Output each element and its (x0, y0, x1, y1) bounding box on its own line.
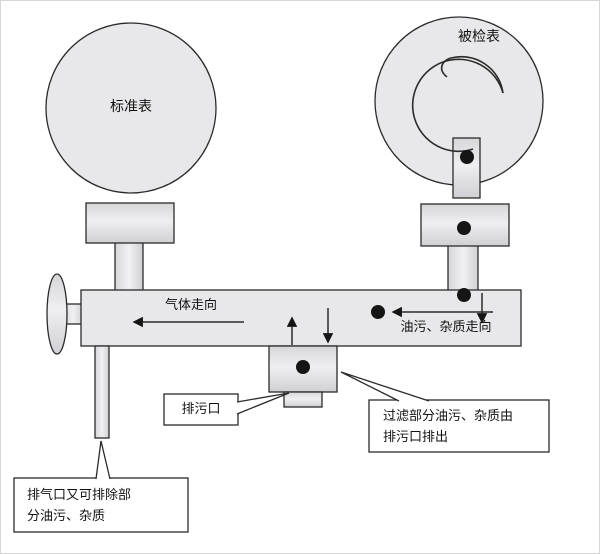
flow-dot-collar (457, 221, 471, 235)
drain-port-label: 排污口 (181, 402, 221, 417)
valve-handle (46, 273, 68, 355)
test-gauge-stem (447, 243, 479, 293)
flow-dot-gauge-socket (460, 150, 474, 164)
exhaust-callout-line-1: 排气口又可排除部 (27, 488, 132, 503)
filter-callout-line-1: 过滤部分油污、杂质由 (383, 409, 514, 424)
standard-gauge-stem (114, 238, 144, 294)
flow-dot-drain (296, 360, 310, 374)
filter-callout-box (368, 399, 550, 453)
exhaust-callout-box (13, 477, 189, 533)
gas-direction-label: 气体走向 (164, 298, 217, 313)
drain-callout-tail-stroke (236, 392, 290, 415)
oil-direction-label: 油污、杂质走向 (400, 320, 492, 335)
standard-gauge-dial (45, 22, 217, 194)
bourdon-tube-inner-hook-icon (440, 55, 504, 94)
standard-gauge-collar (85, 202, 175, 244)
test-gauge-socket-block (452, 137, 481, 199)
exhaust-pipe (94, 345, 110, 439)
standard-gauge-label: 标准表 (110, 99, 152, 115)
manifold-body (80, 289, 522, 347)
flow-dot-manifold (371, 305, 385, 319)
exhaust-callout-tail-stroke (95, 440, 111, 480)
filter-callout-tail-stroke (340, 371, 430, 402)
exhaust-callout-line-2: 分油污、杂质 (27, 509, 106, 524)
exhaust-callout-tail (96, 441, 110, 479)
test-gauge-label: 被检表 (458, 29, 500, 45)
filter-callout-text: 过滤部分油污、杂质由 排污口排出 (383, 406, 543, 448)
drain-nozzle (283, 391, 323, 408)
flow-dot-stem-base (457, 288, 471, 302)
bourdon-tube-outer-curve-icon (411, 58, 504, 153)
exhaust-callout-text: 排气口又可排除部 分油污、杂质 (27, 485, 177, 527)
filter-callout-line-2: 排污口排出 (383, 430, 449, 445)
